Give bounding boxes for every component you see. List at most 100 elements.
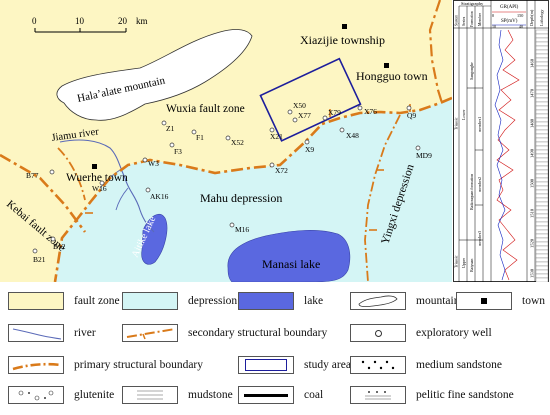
col-system-triassic2: Triassic <box>454 255 459 268</box>
col-formation-sangonghe: Sangonghe <box>469 62 474 80</box>
scale-bar: 0 10 20 km <box>32 16 148 33</box>
well-x77: X77 <box>292 111 311 123</box>
geologic-map: 0 10 20 km Xiazijie township Hongguo tow… <box>0 0 452 282</box>
study-area-box <box>259 57 362 142</box>
legend-item-10: medium sandstone <box>346 354 502 376</box>
stratigraphic-column: Stratigraphy System Series Formation Mem… <box>453 0 549 282</box>
legend-item-1: depression <box>118 290 237 312</box>
well-b21: B21 <box>32 248 46 264</box>
well-w16: W16 <box>92 180 107 193</box>
well-z1: Z1 <box>161 120 175 133</box>
label-manasi: Manasi lake <box>262 257 320 271</box>
fault-zone-area <box>0 0 452 282</box>
sp-curve <box>494 29 506 281</box>
svg-text:Z1: Z1 <box>166 124 175 133</box>
legend-label: primary structural boundary <box>74 359 204 371</box>
legend-symbol <box>4 291 68 311</box>
legend-label: exploratory well <box>416 327 492 339</box>
well-x52: X52 <box>225 135 244 147</box>
col-system-triassic: Triassic <box>454 117 459 130</box>
legend-symbol <box>118 291 182 311</box>
depth-tick: 1460 <box>530 58 535 68</box>
col-gr-label: GR(API) <box>500 5 519 10</box>
legend-symbol <box>346 385 410 405</box>
scale-unit: km <box>136 16 148 26</box>
svg-text:B21: B21 <box>33 255 46 264</box>
legend-label: mountain <box>416 295 460 307</box>
depth-tick: 1490 <box>530 148 535 158</box>
legend-label: coal <box>304 389 324 401</box>
scale-tick-0: 0 <box>32 16 37 26</box>
svg-text:X79: X79 <box>328 108 341 117</box>
legend-label: depression <box>188 295 238 307</box>
svg-text:X48: X48 <box>346 131 359 140</box>
svg-text:X76: X76 <box>364 107 377 116</box>
svg-text:X21: X21 <box>270 132 283 141</box>
well-q9: Q9 <box>406 105 416 120</box>
legend-item-5: river <box>4 322 96 344</box>
col-depth-label: Depth(m) <box>529 9 534 26</box>
town-marker-wuerhe <box>92 164 97 169</box>
legend-item-9: study area <box>234 354 351 376</box>
legend-item-2: lake <box>234 290 323 312</box>
col-header-series: Series <box>462 16 466 26</box>
depth-tick: 1510 <box>530 208 535 218</box>
legend-symbol <box>234 291 298 311</box>
legend-label: secondary structural boundary <box>188 327 328 339</box>
well-f1: F1 <box>191 129 204 142</box>
legend-label: pelitic fine sandstone <box>416 389 514 401</box>
legend-item-13: coal <box>234 384 323 406</box>
well-m16: M16 <box>229 222 249 234</box>
well-x76: X76 <box>357 105 377 116</box>
legend-symbol <box>452 291 516 311</box>
depth-tick: 1530 <box>530 268 535 278</box>
legend-label: lake <box>304 295 324 307</box>
col-formation-baiyuan: Baiyuan <box>469 259 474 272</box>
legend-symbol <box>234 385 298 405</box>
town-marker-hongguo <box>384 63 389 68</box>
legend-symbol <box>4 355 68 375</box>
aitike-lake <box>141 214 168 265</box>
legend-label: medium sandstone <box>416 359 502 371</box>
col-formation-baikouquan: Baikouquan formation <box>469 174 474 210</box>
svg-text:X9: X9 <box>305 145 314 154</box>
col-series-lower: Lower <box>461 109 466 120</box>
primary-boundary <box>0 153 87 233</box>
svg-text:Q9: Q9 <box>407 111 416 120</box>
depth-tick: 1480 <box>530 118 535 128</box>
legend-symbol <box>234 355 298 375</box>
well-md9: MD9 <box>415 145 432 160</box>
svg-text:X72: X72 <box>275 166 288 175</box>
legend-item-14: pelitic fine sandstone <box>346 384 514 406</box>
svg-text:X52: X52 <box>231 138 244 147</box>
col-gr-max: 150 <box>517 13 523 18</box>
label-wuxia: Wuxia fault zone <box>166 103 245 115</box>
legend-item-6: secondary structural boundary <box>118 322 327 344</box>
svg-text:F3: F3 <box>174 147 182 156</box>
svg-text:MD9: MD9 <box>416 151 432 160</box>
secondary-boundary <box>364 114 401 282</box>
legend-item-0: fault zone <box>4 290 120 312</box>
well-x9: X9 <box>304 139 314 154</box>
label-wuerhe: Wuerhe town <box>66 172 128 184</box>
col-member2: member2 <box>477 177 482 192</box>
legend-item-4: town <box>452 290 545 312</box>
legend-symbol <box>4 385 68 405</box>
col-header-member: Member <box>478 12 482 26</box>
svg-text:F1: F1 <box>196 133 204 142</box>
svg-text:B12: B12 <box>53 242 66 251</box>
well-x79: X79 <box>322 108 341 121</box>
col-header-formation: Formation <box>470 11 474 27</box>
well-b12: B12 <box>50 236 66 251</box>
scale-tick-20: 20 <box>118 16 128 26</box>
legend-label: fault zone <box>74 295 120 307</box>
well-x72: X72 <box>269 162 288 175</box>
svg-text:W16: W16 <box>92 184 107 193</box>
svg-text:X77: X77 <box>298 111 311 120</box>
legend-item-7: exploratory well <box>346 322 492 344</box>
col-series-upper: Upper <box>461 257 466 268</box>
depth-tick: 1470 <box>530 88 535 98</box>
well-w3: W3 <box>142 157 159 168</box>
